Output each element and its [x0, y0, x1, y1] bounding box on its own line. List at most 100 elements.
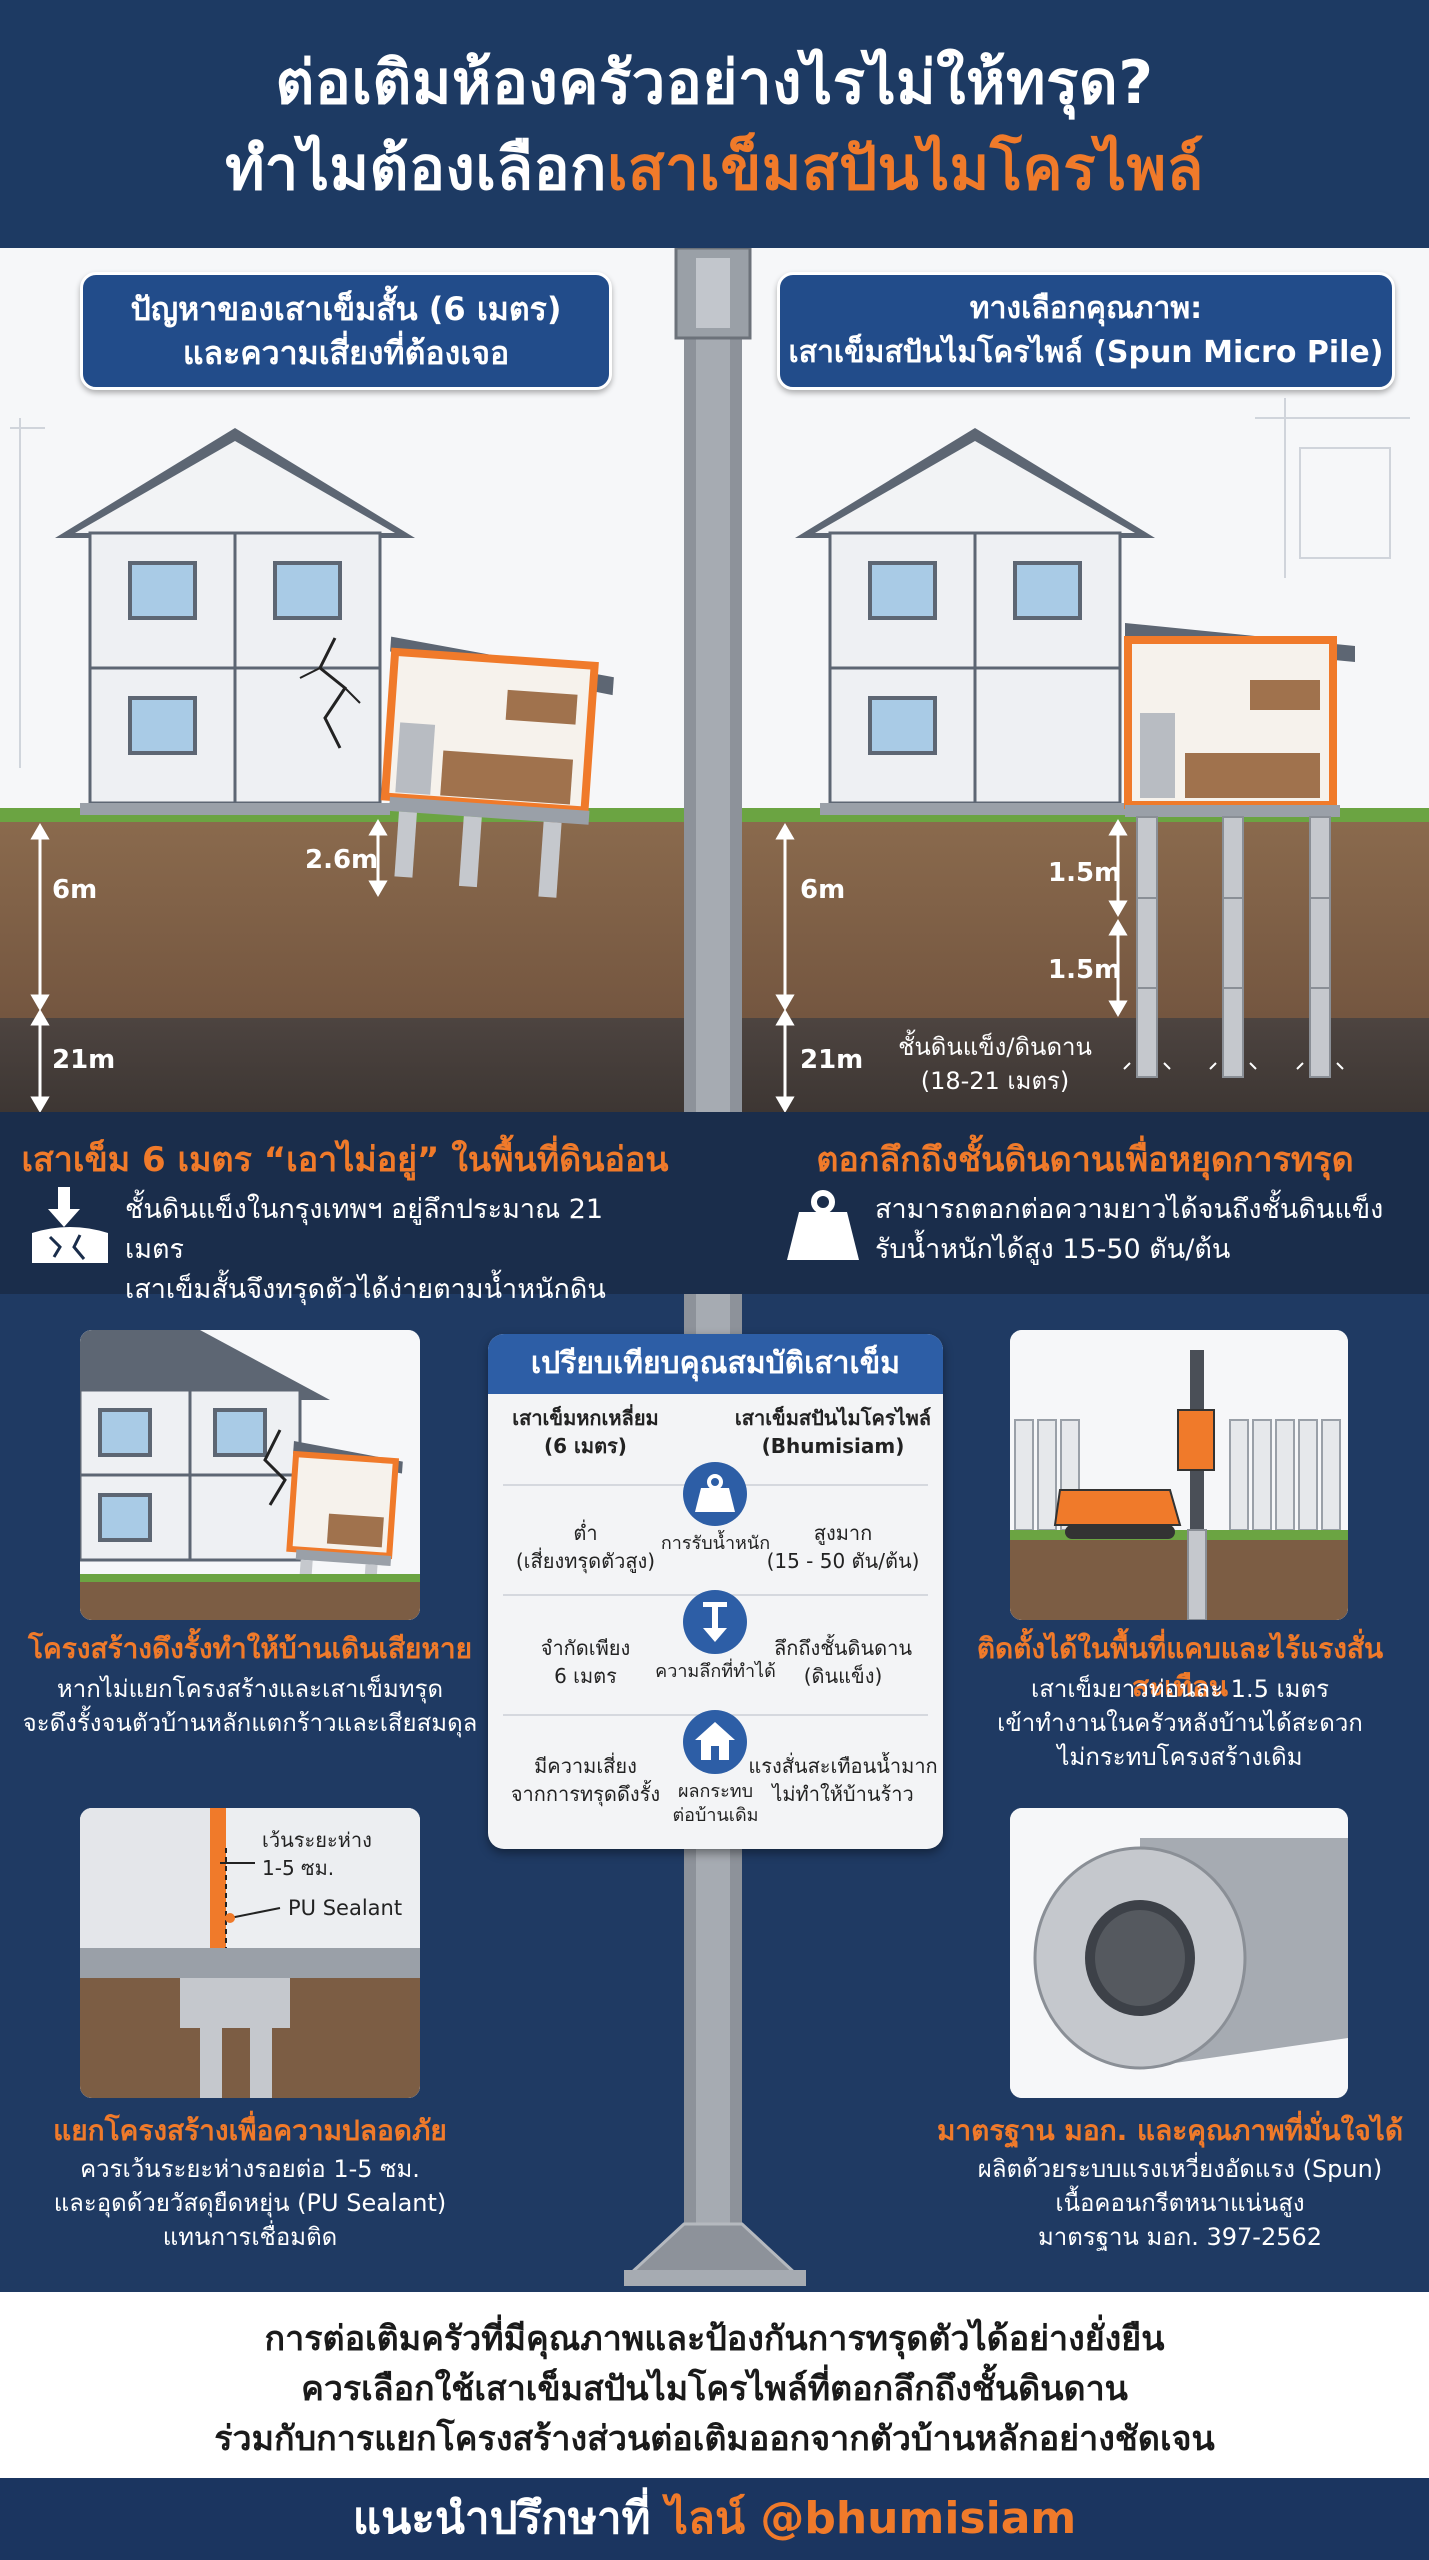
left-kitchen-extension	[380, 636, 614, 898]
right-panel-title-line2: เสาเข็มสปันไมโครไพล์ (Spun Micro Pile)	[788, 335, 1384, 370]
cta-line-contact[interactable]: แนะนำปรึกษาที่ ไลน์ @bhumisiam	[0, 2478, 1429, 2560]
header: ต่อเติมห้องครัวอย่างไรไม่ให้ทรุด? ทำไมต้…	[0, 0, 1429, 248]
right-panel-title-line1: ทางเลือกคุณภาพ:	[969, 291, 1203, 326]
left-gap-label: 2.6m	[305, 845, 379, 875]
card-tr-body: เสาเข็มยาวท่อนละ 1.5 เมตร เข้าทำงานในครั…	[950, 1672, 1410, 1774]
row1-left-line1: ต่ำ	[573, 1521, 598, 1545]
comparison-col-left-header: เสาเข็มหกเหลี่ยม (6 เมตร)	[498, 1404, 673, 1460]
cracked-house-illustration	[80, 1330, 420, 1620]
row1-right-line1: สูงมาก	[813, 1521, 873, 1545]
weight-row-icon	[683, 1462, 747, 1526]
hard-soil-label-line2: (18-21 เมตร)	[920, 1067, 1070, 1095]
right-house	[795, 428, 1355, 1078]
weight-icon	[787, 1190, 859, 1260]
card-structure-pull	[80, 1330, 420, 1620]
card-tr-heading: ติดตั้งได้ในพื้นที่แคบและไร้แรงสั่นสะเทื…	[976, 1632, 1384, 1703]
card-br-line2: เนื้อคอนกรีตหนาแน่นสูง	[1055, 2189, 1305, 2217]
left-house	[55, 428, 415, 815]
card-br-heading: มาตรฐาน มอก. และคุณภาพที่มั่นใจได้	[936, 2114, 1404, 2147]
right-depth-6-label: 6m	[800, 875, 846, 905]
card-tl-line2: จะดึงรั้งจนตัวบ้านหลักแตกร้าวและเสียสมดุ…	[22, 1709, 478, 1737]
card-separate-structure	[80, 1808, 420, 2098]
pile-rig-illustration	[1010, 1330, 1348, 1620]
row3-mid-line1: ผลกระทบ	[677, 1781, 754, 1802]
card-tl-line1: หากไม่แยกโครงสร้างและเสาเข็มทรุด	[56, 1675, 444, 1703]
col-left-header-line2: (6 เมตร)	[544, 1434, 627, 1458]
card-bl-line2: และอุดด้วยวัสดุยืดหยุ่น (PU Sealant)	[53, 2189, 447, 2217]
house-row-icon	[683, 1710, 747, 1774]
band-left-text-line1: ชั้นดินแข็งในกรุงเทพฯ อยู่ลึกประมาณ 21 เ…	[125, 1194, 604, 1265]
band-right-text-line1: สามารถตอกต่อความยาวได้จนถึงชั้นดินแข็ง	[875, 1194, 1384, 1225]
gap-callout-line1: เว้นระยะห่าง	[262, 1828, 372, 1852]
row3-right-line2: ไม่ทำให้บ้านร้าว	[772, 1782, 914, 1806]
row1-mid: การรับน้ำหนัก	[660, 1533, 771, 1554]
right-seg2-label: 1.5m	[1048, 955, 1122, 985]
card-br-body: ผลิตด้วยระบบแรงเหวี่ยงอัดแรง (Spun) เนื้…	[950, 2152, 1410, 2254]
band-left-text-line2: เสาเข็มสั้นจึงทรุดตัวได้ง่ายตามน้ำหนักดิ…	[125, 1274, 606, 1305]
row1-right: สูงมาก (15 - 50 ตัน/ต้น)	[748, 1519, 938, 1575]
hard-soil-label-line1: ชั้นดินแข็ง/ดินดาน	[898, 1033, 1092, 1061]
card-bl-body: ควรเว้นระยะห่างรอยต่อ 1-5 ซม. และอุดด้วย…	[20, 2152, 480, 2254]
card-tr-line2: เข้าทำงานในครัวหลังบ้านได้สะดวก	[997, 1709, 1363, 1737]
band-right-heading: ตอกลึกถึงชั้นดินดานเพื่อหยุดการทรุด	[816, 1140, 1354, 1180]
headline-prefix: ทำไมต้องเลือก	[225, 134, 607, 204]
band-left-text: ชั้นดินแข็งในกรุงเทพฯ อยู่ลึกประมาณ 21 เ…	[125, 1190, 665, 1310]
left-panel-title: ปัญหาของเสาเข็มสั้น (6 เมตร) และความเสี่…	[80, 272, 612, 390]
headline-highlight: เสาเข็มสปันไมโครไพล์	[606, 134, 1204, 204]
band-right-text-line2: รับน้ำหนักได้สูง 15-50 ตัน/ต้น	[875, 1234, 1231, 1265]
card-bl-line3: แทนการเชื่อมติด	[162, 2223, 338, 2251]
card-br-line3: มาตรฐาน มอก. 397-2562	[1037, 2223, 1323, 2251]
depth-row-icon	[683, 1590, 747, 1654]
row2-right: ลึกถึงชั้นดินดาน (ดินแข็ง)	[748, 1634, 938, 1690]
card-bl-heading: แยกโครงสร้างเพื่อความปลอดภัย	[53, 2114, 447, 2147]
row2-right-line2: (ดินแข็ง)	[803, 1664, 883, 1688]
row2-left-line2: 6 เมตร	[554, 1664, 617, 1688]
card-tr-line3: ไม่กระทบโครงสร้างเดิม	[1057, 1743, 1303, 1771]
row2-left: จำกัดเพียง 6 เมตร	[498, 1634, 673, 1690]
card-br-line1: ผลิตด้วยระบบแรงเหวี่ยงอัดแรง (Spun)	[977, 2155, 1383, 2183]
gap-callout-line2: 1-5 ซม.	[262, 1856, 335, 1880]
row2-right-line1: ลึกถึงชั้นดินดาน	[773, 1636, 913, 1660]
gap-callout: เว้นระยะห่าง 1-5 ซม.	[262, 1826, 372, 1882]
col-left-header-line1: เสาเข็มหกเหลี่ยม	[512, 1406, 659, 1430]
row3-right-line1: แรงสั่นสะเทือนน้ำมาก	[748, 1754, 938, 1778]
hard-soil-label: ชั้นดินแข็ง/ดินดาน (18-21 เมตร)	[870, 1030, 1120, 1098]
footer-line2: ควรเลือกใช้เสาเข็มสปันไมโครไพล์ที่ตอกลึก…	[301, 2369, 1128, 2409]
card-standard-quality	[1010, 1808, 1348, 2098]
row3-left-line2: จากการทรุดดึงรั้ง	[510, 1782, 661, 1806]
row1-right-line2: (15 - 50 ตัน/ต้น)	[766, 1549, 920, 1573]
right-seg1-label: 1.5m	[1048, 858, 1122, 888]
left-panel-title-line1: ปัญหาของเสาเข็มสั้น (6 เมตร)	[130, 290, 562, 328]
row3-left-line1: มีความเสี่ยง	[534, 1754, 637, 1778]
headline-line2: ทำไมต้องเลือกเสาเข็มสปันไมโครไพล์	[0, 126, 1429, 212]
comparison-table: เปรียบเทียบคุณสมบัติเสาเข็ม เสาเข็มหกเหล…	[488, 1334, 943, 1849]
card-tl-body: หากไม่แยกโครงสร้างและเสาเข็มทรุด จะดึงรั…	[10, 1672, 490, 1740]
left-depth-6-label: 6m	[52, 875, 98, 905]
row2-left-line1: จำกัดเพียง	[540, 1636, 631, 1660]
footer-line3: ร่วมกับการแยกโครงสร้างส่วนต่อเติมออกจากต…	[214, 2419, 1215, 2459]
headline-line1: ต่อเติมห้องครัวอย่างไรไม่ให้ทรุด?	[275, 48, 1154, 118]
comparison-title: เปรียบเทียบคุณสมบัติเสาเข็ม	[488, 1334, 943, 1394]
card-tl-heading: โครงสร้างดึงรั้งทำให้บ้านเดินเสียหาย	[27, 1632, 473, 1665]
left-depth-21-label: 21m	[52, 1045, 116, 1075]
left-panel-title-line2: และความเสี่ยงที่ต้องเจอ	[182, 334, 510, 372]
sealant-callout: PU Sealant	[288, 1896, 403, 1920]
card-bl-line1: ควรเว้นระยะห่างรอยต่อ 1-5 ซม.	[80, 2155, 420, 2183]
right-panel-title: ทางเลือกคุณภาพ: เสาเข็มสปันไมโครไพล์ (Sp…	[777, 272, 1395, 390]
info-band	[0, 1112, 1429, 1294]
footer-summary: การต่อเติมครัวที่มีคุณภาพและป้องกันการทร…	[0, 2292, 1429, 2478]
right-depth-21-label: 21m	[800, 1045, 864, 1075]
row1-left: ต่ำ (เสี่ยงทรุดตัวสูง)	[498, 1519, 673, 1575]
row3-left: มีความเสี่ยง จากการทรุดดึงรั้ง	[498, 1752, 673, 1808]
row3-right: แรงสั่นสะเทือนน้ำมาก ไม่ทำให้บ้านร้าว	[743, 1752, 943, 1808]
ground-crack-icon	[32, 1187, 108, 1263]
col-right-header-line1: เสาเข็มสปันไมโครไพล์	[734, 1406, 932, 1430]
row3-mid: ผลกระทบ ต่อบ้านเดิม	[653, 1780, 778, 1828]
col-right-header-line2: (Bhumisiam)	[761, 1434, 905, 1458]
cta-line-handle[interactable]: ไลน์ @bhumisiam	[665, 2493, 1077, 2544]
card-narrow-install	[1010, 1330, 1348, 1620]
card-tr-line1: เสาเข็มยาวท่อนละ 1.5 เมตร	[1031, 1675, 1329, 1703]
row2-mid: ความลึกที่ทำได้	[655, 1661, 776, 1682]
scene-illustration	[10, 248, 1410, 1112]
row3-mid-line2: ต่อบ้านเดิม	[672, 1805, 759, 1826]
